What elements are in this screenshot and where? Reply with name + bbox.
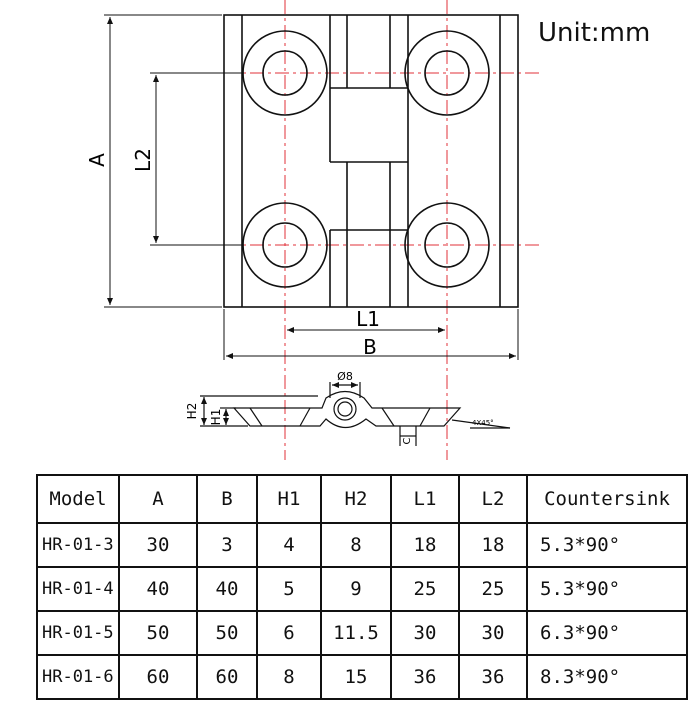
dimension-diameter-label: Ø8 bbox=[337, 370, 353, 383]
dimension-l2 bbox=[150, 72, 244, 246]
cell-a: 30 bbox=[118, 522, 198, 568]
dimension-b-label: B bbox=[363, 335, 377, 359]
cell-b: 50 bbox=[196, 610, 258, 656]
table-row: HR-01-5 50 50 6 11.5 30 30 6.3*90° bbox=[36, 610, 688, 656]
cell-h2: 11.5 bbox=[320, 610, 392, 656]
cell-b: 40 bbox=[196, 566, 258, 612]
header-a: A bbox=[118, 474, 198, 524]
cell-l2: 36 bbox=[458, 654, 528, 700]
cell-l2: 30 bbox=[458, 610, 528, 656]
centerlines bbox=[200, 0, 540, 460]
countersunk-holes bbox=[242, 30, 490, 288]
cell-l1: 18 bbox=[390, 522, 460, 568]
hinge-front-view bbox=[223, 14, 519, 308]
dimension-a-label: A bbox=[85, 153, 109, 167]
cell-model: HR-01-5 bbox=[36, 610, 120, 656]
cell-h1: 6 bbox=[256, 610, 322, 656]
hinge-side-view bbox=[200, 382, 511, 446]
cell-model: HR-01-3 bbox=[36, 522, 120, 568]
hinge-technical-drawing: A L2 L1 B bbox=[85, 0, 540, 460]
unit-label: Unit:mm bbox=[538, 18, 651, 48]
table-header-row: Model A B H1 H2 L1 L2 Countersink bbox=[36, 474, 688, 524]
cell-h1: 5 bbox=[256, 566, 322, 612]
dimension-l2-label: L2 bbox=[131, 148, 155, 172]
header-h1: H1 bbox=[256, 474, 322, 524]
dimension-a bbox=[104, 14, 222, 308]
dimension-c-label: C bbox=[402, 437, 413, 444]
cell-model: HR-01-4 bbox=[36, 566, 120, 612]
cell-h2: 15 bbox=[320, 654, 392, 700]
cell-l2: 25 bbox=[458, 566, 528, 612]
cell-b: 60 bbox=[196, 654, 258, 700]
cell-countersink: 6.3*90° bbox=[526, 610, 688, 656]
cell-a: 40 bbox=[118, 566, 198, 612]
cell-countersink: 8.3*90° bbox=[526, 654, 688, 700]
table-row: HR-01-4 40 40 5 9 25 25 5.3*90° bbox=[36, 566, 688, 612]
dimension-h2-label: H2 bbox=[185, 403, 199, 420]
spec-table: Model A B H1 H2 L1 L2 Countersink HR-01-… bbox=[36, 474, 688, 700]
cell-countersink: 5.3*90° bbox=[526, 522, 688, 568]
header-b: B bbox=[196, 474, 258, 524]
cell-b: 3 bbox=[196, 522, 258, 568]
cell-l1: 25 bbox=[390, 566, 460, 612]
cell-l1: 30 bbox=[390, 610, 460, 656]
cell-h1: 4 bbox=[256, 522, 322, 568]
cell-h2: 9 bbox=[320, 566, 392, 612]
header-model: Model bbox=[36, 474, 120, 524]
cell-a: 60 bbox=[118, 654, 198, 700]
header-l2: L2 bbox=[458, 474, 528, 524]
cell-h1: 8 bbox=[256, 654, 322, 700]
cell-l2: 18 bbox=[458, 522, 528, 568]
dimension-l1-label: L1 bbox=[356, 307, 380, 331]
dimension-chamfer-label: 4X45° bbox=[472, 419, 494, 427]
table-row: HR-01-3 30 3 4 8 18 18 5.3*90° bbox=[36, 522, 688, 568]
dimension-b bbox=[223, 309, 519, 360]
cell-h2: 8 bbox=[320, 522, 392, 568]
header-h2: H2 bbox=[320, 474, 392, 524]
table-row: HR-01-6 60 60 8 15 36 36 8.3*90° bbox=[36, 654, 688, 700]
header-l1: L1 bbox=[390, 474, 460, 524]
cell-model: HR-01-6 bbox=[36, 654, 120, 700]
cell-countersink: 5.3*90° bbox=[526, 566, 688, 612]
cell-l1: 36 bbox=[390, 654, 460, 700]
dimension-h1-label: H1 bbox=[209, 409, 223, 426]
header-countersink: Countersink bbox=[526, 474, 688, 524]
cell-a: 50 bbox=[118, 610, 198, 656]
